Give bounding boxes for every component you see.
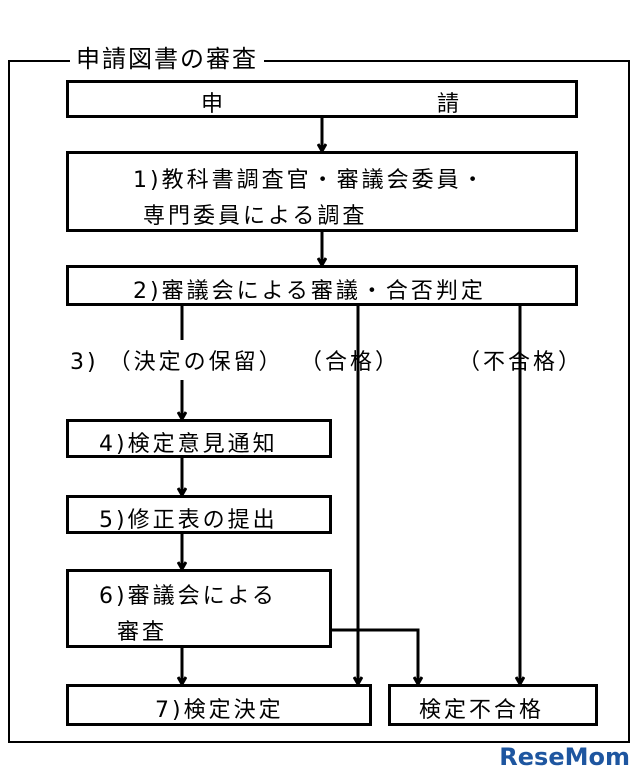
step1-text-line2: 専門委員による調査	[143, 204, 368, 229]
step1-text-line1: 1)教科書調査官・審議会委員・	[133, 168, 487, 193]
application-text-left: 申	[201, 92, 227, 117]
step2-text: 2)審議会による審議・合否判定	[133, 279, 486, 304]
box-step1-investigation: 1)教科書調査官・審議会委員・ 専門委員による調査	[66, 151, 578, 232]
box-step5-submission: 5)修正表の提出	[66, 495, 332, 534]
label-pass: （合格）	[300, 350, 401, 375]
step4-text: 4)検定意見通知	[99, 432, 278, 457]
step7-text: 7)検定決定	[155, 698, 284, 723]
box-step6-review: 6)審議会による 審査	[66, 569, 332, 648]
box-rejection: 検定不合格	[388, 684, 598, 726]
rejection-text: 検定不合格	[419, 698, 545, 723]
label-fail: （不合格）	[458, 350, 584, 375]
application-text-right: 請	[437, 92, 463, 117]
outer-frame	[8, 60, 630, 743]
box-step7-approval: 7)検定決定	[66, 684, 372, 726]
step5-text: 5)修正表の提出	[99, 508, 278, 533]
box-step2-deliberation: 2)審議会による審議・合否判定	[66, 265, 578, 306]
label-decision-hold: 3) （決定の保留）	[70, 350, 284, 375]
diagram-title: 申請図書の審査	[70, 44, 264, 74]
step6-text-line1: 6)審議会による	[99, 584, 277, 609]
step6-text-line2: 審査	[117, 620, 168, 645]
arrow-step6-to-reject	[332, 628, 418, 684]
resemom-logo: ReseMom	[499, 743, 630, 771]
box-application: 申 請	[66, 80, 578, 118]
box-step4-notice: 4)検定意見通知	[66, 419, 332, 458]
